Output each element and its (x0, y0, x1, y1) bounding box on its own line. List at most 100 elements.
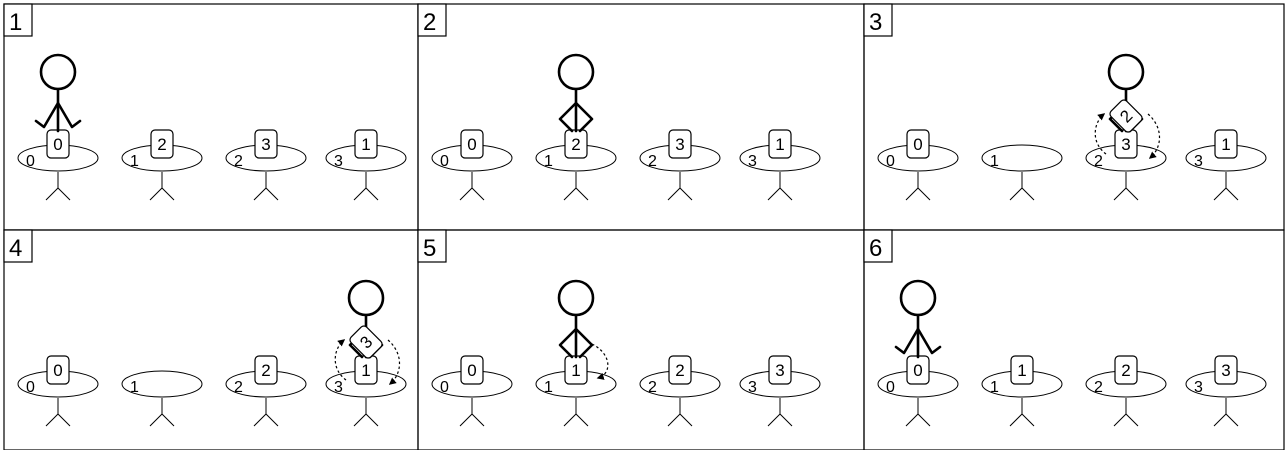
table-card: 1 (354, 355, 378, 385)
panel-frame (417, 3, 865, 231)
table-legs (253, 398, 279, 427)
table-card: 2 (668, 355, 692, 385)
table: 31 (739, 129, 821, 201)
arms (34, 101, 82, 129)
panel-label: 5 (423, 235, 436, 262)
panel-frame (863, 3, 1285, 231)
card-label: 1 (361, 135, 370, 154)
card-icon (254, 355, 278, 385)
table-card: 0 (906, 355, 930, 385)
card-icon (768, 355, 792, 385)
table: 23 (639, 129, 721, 201)
panel-label: 1 (9, 9, 22, 36)
card-label: 3 (775, 361, 784, 380)
table-card: 0 (46, 129, 70, 159)
table-legs (667, 398, 693, 427)
table: 31 (325, 355, 407, 427)
dotted-place-arrow-icon (591, 343, 609, 380)
table: 11 (535, 355, 617, 427)
card-label: 0 (467, 361, 476, 380)
table: 22 (1085, 355, 1167, 427)
panel-label-box (3, 229, 33, 263)
card-icon (150, 129, 174, 159)
table: 23 (1085, 129, 1167, 201)
table-legs (667, 172, 693, 201)
table: 12 (535, 129, 617, 201)
table-label: 1 (990, 153, 999, 170)
table-card: 3 (768, 355, 792, 385)
stick-figure-icon (557, 279, 595, 359)
table-legs (353, 172, 379, 201)
table-card: 2 (1114, 355, 1138, 385)
card-label: 2 (157, 135, 166, 154)
card-label: 3 (675, 135, 684, 154)
card-label: 1 (1017, 361, 1026, 380)
table-card: 3 (254, 129, 278, 159)
table: 00 (17, 129, 99, 201)
table: 00 (877, 129, 959, 201)
table-label: 0 (886, 379, 895, 396)
card-label: 2 (675, 361, 684, 380)
table-legs (149, 172, 175, 201)
panel-label-box (3, 3, 33, 37)
panel-label-box (417, 3, 447, 37)
panel-label-box (863, 3, 893, 37)
head (899, 279, 937, 317)
card-icon (1109, 99, 1143, 133)
table-card: 1 (768, 129, 792, 159)
table-legs (905, 172, 931, 201)
card-icon (906, 129, 930, 159)
arms (558, 101, 594, 133)
card-icon (460, 129, 484, 159)
card-label: 1 (571, 361, 580, 380)
table: 12 (121, 129, 203, 201)
table: 22 (225, 355, 307, 427)
table: 00 (877, 355, 959, 427)
table-card: 1 (1214, 129, 1238, 159)
stick-figure-icon (34, 53, 82, 133)
table-legs (253, 172, 279, 201)
table-legs (767, 172, 793, 201)
card-label: 0 (53, 135, 62, 154)
table-legs (1213, 398, 1239, 427)
table-label: 2 (1094, 379, 1103, 396)
panel-frame (417, 229, 865, 450)
panel-label-box (863, 229, 893, 263)
card-label: 0 (913, 135, 922, 154)
table-legs (1009, 172, 1035, 201)
head (1107, 53, 1145, 91)
card-label: 1 (361, 361, 370, 380)
table-card: 0 (906, 129, 930, 159)
table-legs (459, 172, 485, 201)
table-legs (767, 398, 793, 427)
table-icon (121, 370, 203, 398)
table-legs (149, 398, 175, 427)
card-label: 2 (571, 135, 580, 154)
table-card: 3 (668, 129, 692, 159)
table: 00 (431, 129, 513, 201)
table-card: 1 (1010, 355, 1034, 385)
table-label: 0 (440, 153, 449, 170)
table-label: 2 (234, 153, 243, 170)
table-label: 2 (1094, 153, 1103, 170)
dotted-swap-arrow-icon (1147, 113, 1161, 159)
table-legs (353, 398, 379, 427)
table-legs (45, 398, 71, 427)
table-label: 3 (1194, 379, 1203, 396)
card-label: 0 (913, 361, 922, 380)
table-card: 2 (564, 129, 588, 159)
stick-figure-icon (894, 279, 942, 359)
card-icon (1114, 355, 1138, 385)
card-label: 2 (261, 361, 270, 380)
panel-label: 6 (869, 235, 882, 262)
card-icon (1010, 355, 1034, 385)
card-icon (668, 355, 692, 385)
table-legs (905, 398, 931, 427)
table-label: 3 (1194, 153, 1203, 170)
panel-label-box (417, 229, 447, 263)
